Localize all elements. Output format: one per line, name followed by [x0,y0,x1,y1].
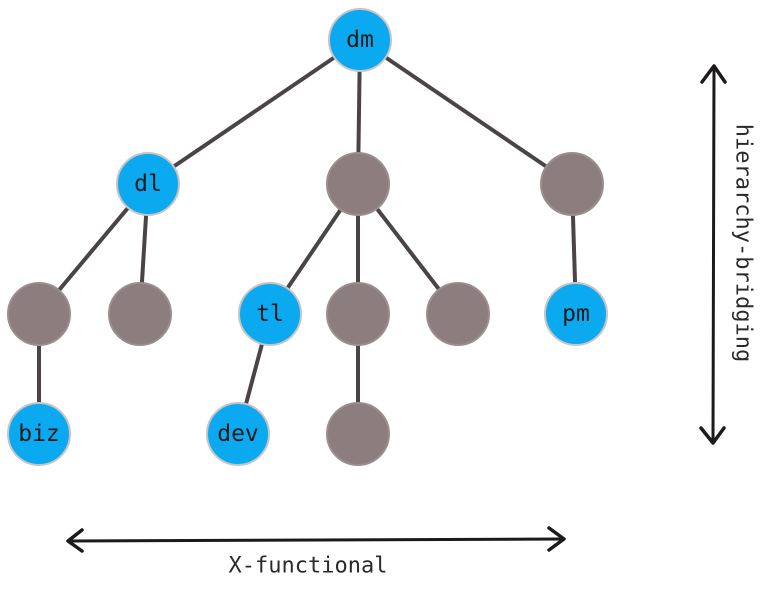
node-circle [7,402,71,466]
node-label: biz [18,421,60,447]
nodes-layer: dm dl tl pm biz dev [7,8,608,466]
tree-node [7,282,71,346]
arrowhead-down-icon [699,426,726,445]
tree-node [540,152,604,216]
node-circle [328,8,392,72]
tree-node-tl: tl [238,282,302,346]
node-label: tl [256,301,284,327]
hierarchy-bridging-label: hierarchy-bridging [731,124,756,362]
node-circle [326,402,390,466]
node-circle [326,152,390,216]
tree-node-dm: dm [328,8,392,72]
tree-node-pm: pm [544,282,608,346]
node-label: dl [134,171,162,197]
node-circle [540,152,604,216]
tree-node [426,282,490,346]
edge-n0-n1 [146,38,362,186]
node-circle [108,282,172,346]
node-circle [326,282,390,346]
node-circle [426,282,490,346]
arrowhead-right-icon [547,526,566,552]
tree-node-biz: biz [7,402,71,466]
edge-n0-n3 [358,38,574,186]
tree-node-dev: dev [206,402,270,466]
arrowhead-left-icon [66,528,84,553]
arrowhead-up-icon [700,64,727,84]
tree-node-dl: dl [116,152,180,216]
x-functional-label: X-functional [229,554,388,579]
node-circle [238,282,302,346]
node-circle [116,152,180,216]
tree-node [326,282,390,346]
node-label: dev [217,421,259,447]
node-circle [7,282,71,346]
tree-node [326,402,390,466]
tree-node [326,152,390,216]
edges-layer [37,38,578,436]
node-label: pm [562,301,590,327]
node-circle [544,282,608,346]
x-functional-arrow [66,526,566,553]
tree-node [108,282,172,346]
node-label: dm [346,27,374,53]
node-circle [206,402,270,466]
hierarchy-bridging-arrow [699,64,727,445]
